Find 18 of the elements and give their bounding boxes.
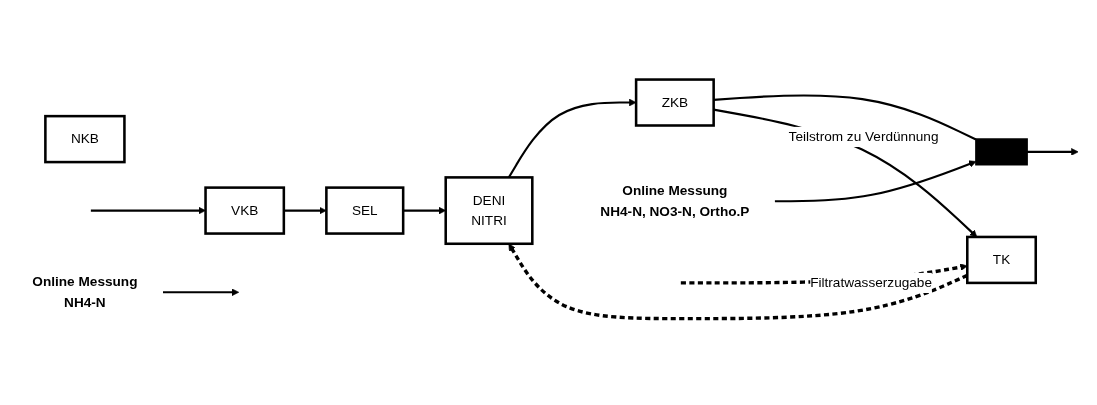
process-box: SEL <box>325 186 405 235</box>
arrow <box>90 206 206 215</box>
process-box: TK <box>966 235 1037 285</box>
arrow <box>774 160 977 203</box>
arrow <box>283 206 327 215</box>
edge-label: Filtratwasserzugabe <box>810 272 932 294</box>
bar-symbol <box>975 138 1028 166</box>
arrow <box>507 98 637 178</box>
measurement-label: Online Messung NH4-N, NO3-N, Ortho.P <box>600 183 750 219</box>
process-box: ZKB <box>634 78 715 127</box>
process-box: DENI NITRI <box>444 176 534 246</box>
arrow <box>508 243 968 321</box>
process-box: NKB <box>44 114 126 164</box>
process-box: VKB <box>204 186 286 235</box>
measurement-label: Online Messung NH4-N <box>32 274 138 310</box>
edge-label: Teilstrom zu Verdünnung <box>788 126 939 148</box>
arrow <box>1027 148 1079 156</box>
arrow <box>163 288 240 296</box>
